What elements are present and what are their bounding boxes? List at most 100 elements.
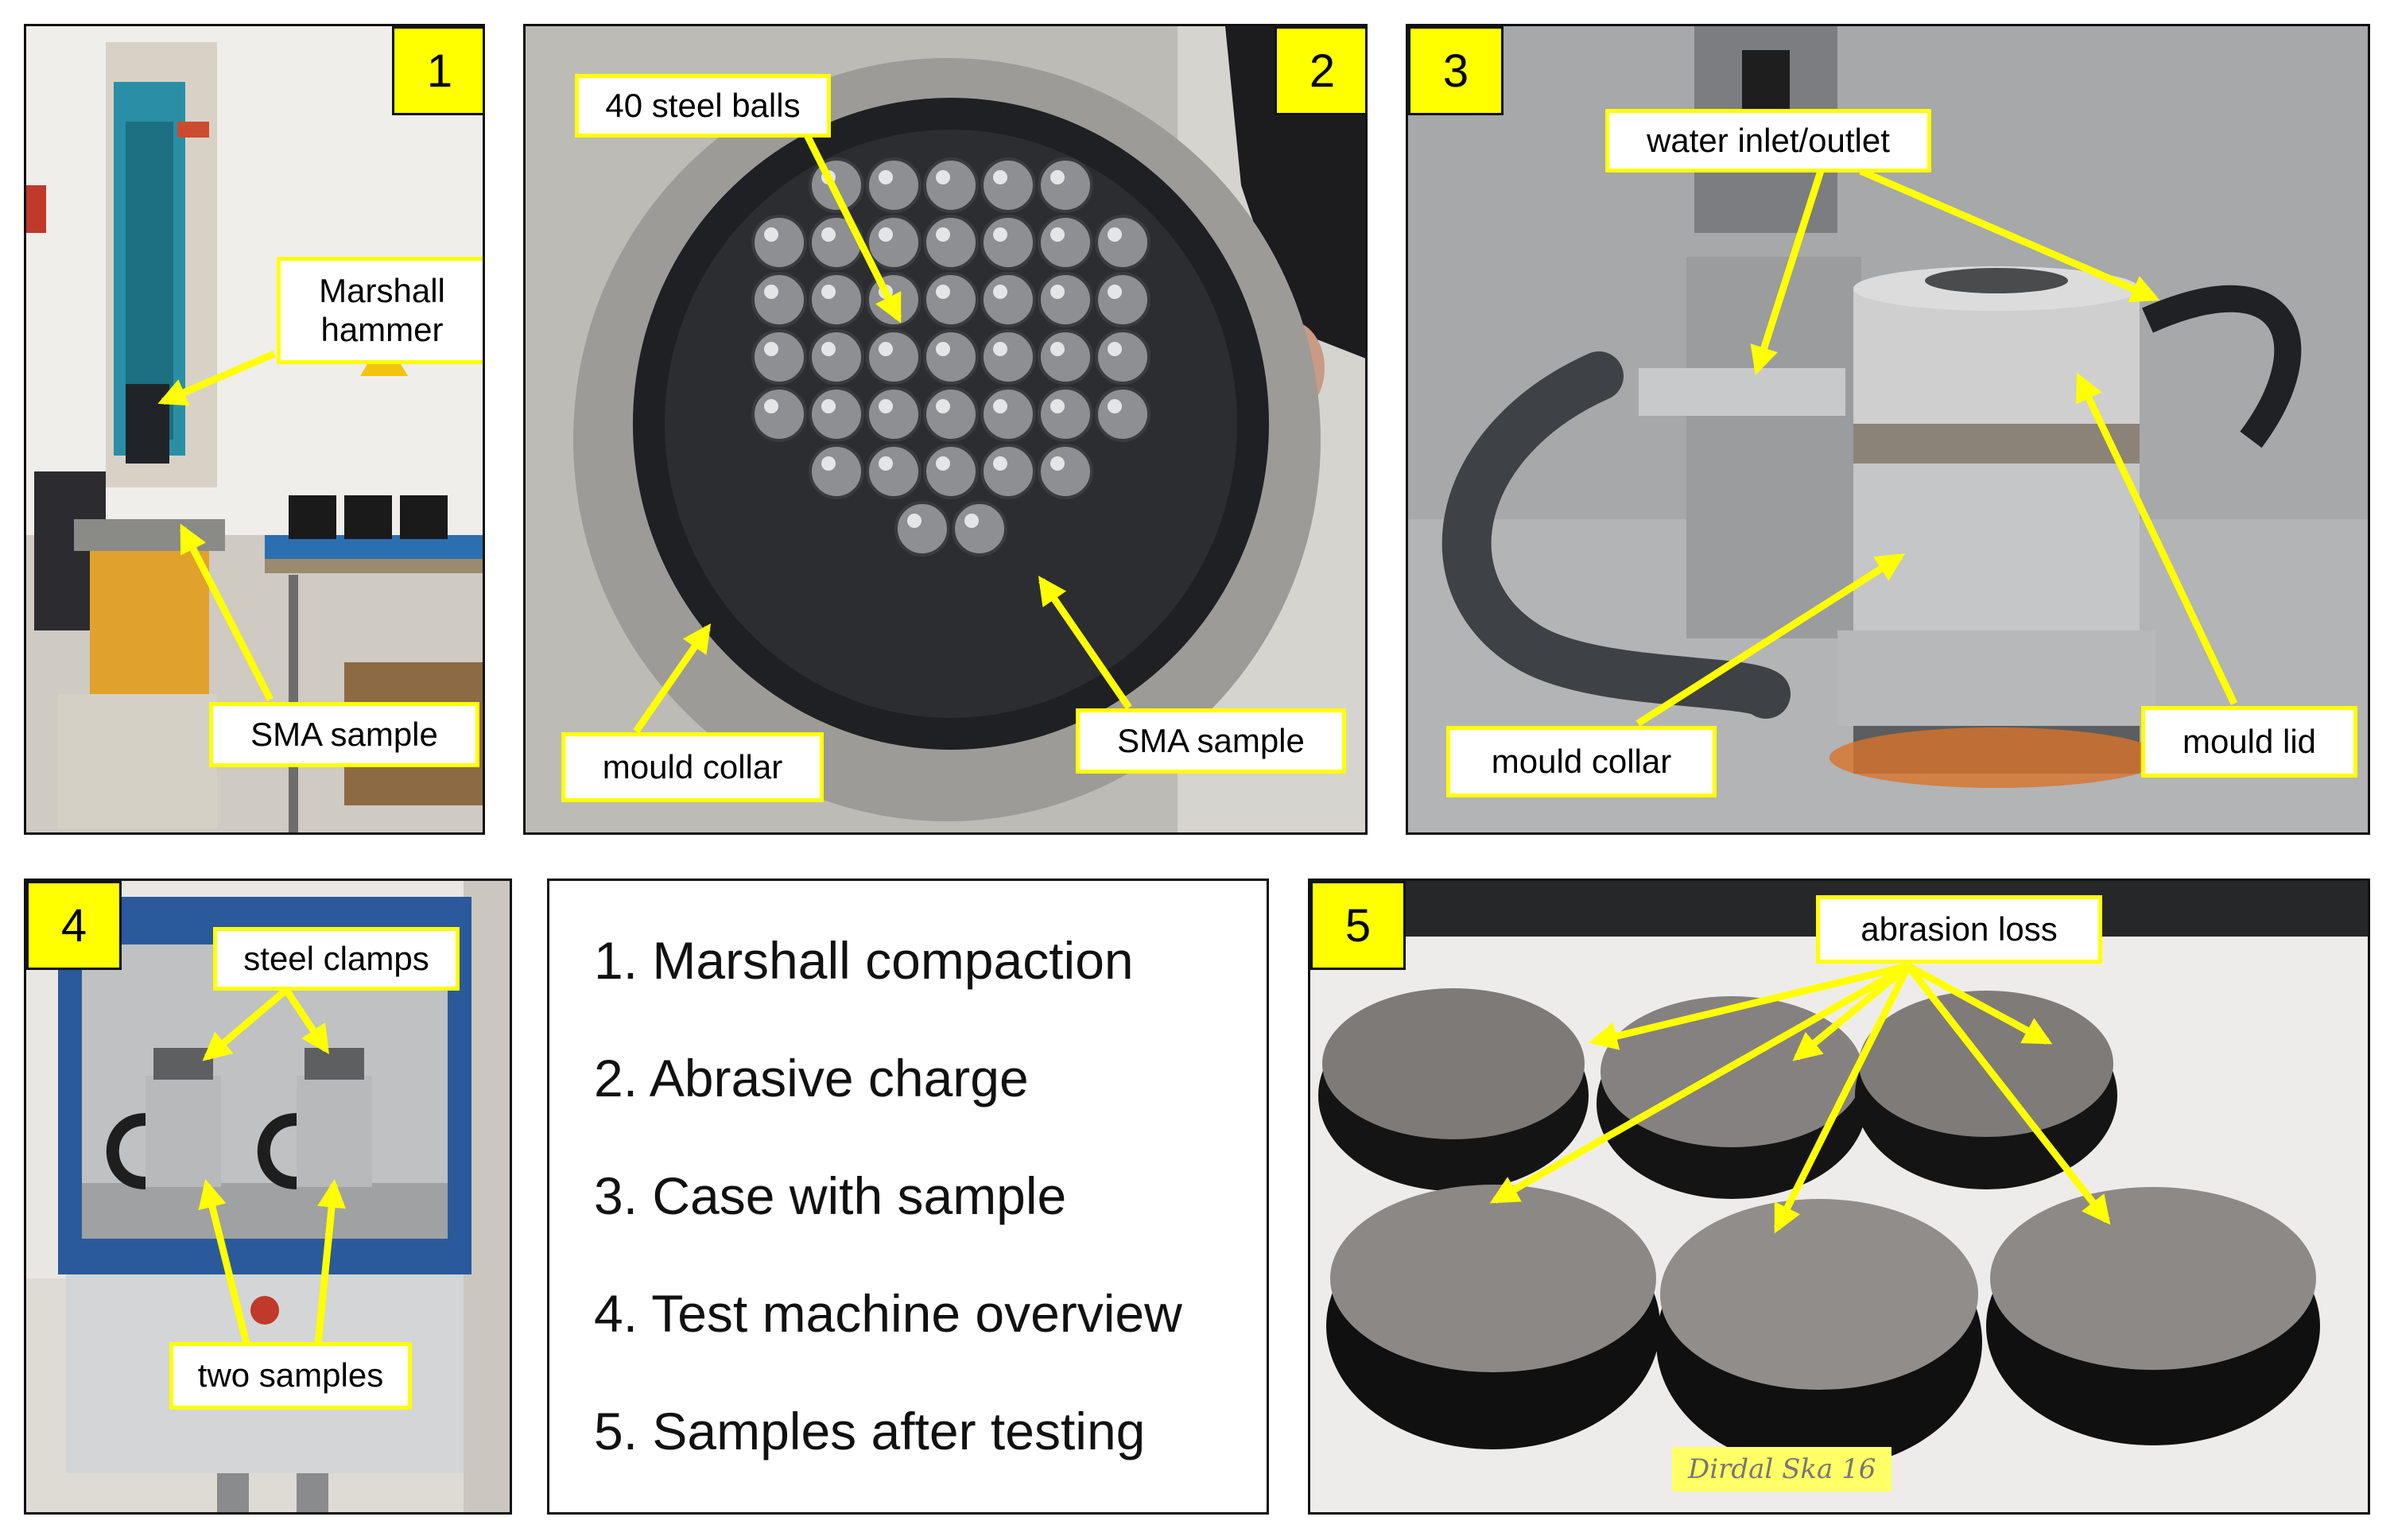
steel-ball-highlight xyxy=(821,456,836,471)
label-abrasion-loss: abrasion loss xyxy=(1816,895,2102,964)
steel-ball xyxy=(894,501,950,557)
label-mould-lid: mould lid xyxy=(2141,706,2357,778)
steel-ball xyxy=(751,272,807,328)
steel-ball-highlight xyxy=(993,170,1007,184)
panel-2-number: 2 xyxy=(1275,26,1365,115)
steel-ball-highlight xyxy=(964,514,979,528)
handwritten-sample-note: Dirdal Ska 16 xyxy=(1672,1447,1892,1492)
photo-panel-4: 4 steel clamps two samples xyxy=(24,879,512,1515)
asphalt-sample-back-middle xyxy=(1597,996,1867,1199)
legend-item-4: 4. Test machine overview xyxy=(594,1284,1182,1343)
steel-ball-group xyxy=(751,157,1150,557)
steel-ball xyxy=(1038,157,1093,213)
label-40-steel-balls: 40 steel balls xyxy=(575,74,831,138)
steel-ball xyxy=(980,329,1036,385)
photo-panel-5: Dirdal Ska 16 5 abrasion loss xyxy=(1308,879,2370,1515)
steel-ball xyxy=(751,215,807,270)
steel-ball xyxy=(1038,215,1093,270)
steel-ball-highlight xyxy=(764,285,778,299)
photo-panel-1: 1 Marshall hammer SMA sample xyxy=(24,24,485,835)
steel-ball xyxy=(809,329,864,385)
steel-ball-highlight xyxy=(1050,170,1065,184)
steel-ball-highlight xyxy=(821,399,836,413)
steel-ball-highlight xyxy=(1108,342,1122,356)
steel-ball xyxy=(1038,272,1093,328)
steel-ball-highlight xyxy=(993,285,1007,299)
steel-ball xyxy=(923,444,979,499)
steel-ball xyxy=(809,386,864,442)
photo-panel-2: 2 40 steel balls mould collar SMA sample xyxy=(523,24,1368,835)
label-steel-clamps: steel clamps xyxy=(213,927,460,991)
photo-panel-3: 3 water inlet/outlet mould collar mould … xyxy=(1406,24,2370,835)
steel-ball xyxy=(980,444,1036,499)
steel-ball-highlight xyxy=(821,342,836,356)
steel-ball xyxy=(923,272,979,328)
panel-1-number: 1 xyxy=(392,26,483,115)
steel-ball xyxy=(923,329,979,385)
steel-ball xyxy=(923,386,979,442)
steel-ball xyxy=(980,157,1036,213)
steel-ball xyxy=(980,272,1036,328)
asphalt-sample-back-left xyxy=(1318,988,1589,1191)
label-sma-sample-p1: SMA sample xyxy=(209,702,479,767)
steel-ball-highlight xyxy=(993,342,1007,356)
steel-ball xyxy=(751,329,807,385)
steel-ball xyxy=(809,444,864,499)
steel-ball-highlight xyxy=(993,399,1007,413)
steel-ball-highlight xyxy=(879,285,893,299)
steel-ball-highlight xyxy=(764,227,778,242)
steel-ball xyxy=(809,215,864,270)
asphalt-sample-back-right xyxy=(1855,991,2117,1189)
legend-item-1: 1. Marshall compaction xyxy=(594,931,1134,990)
steel-ball xyxy=(952,501,1007,557)
steel-ball-highlight xyxy=(936,342,950,356)
steel-ball xyxy=(866,157,922,213)
legend-box: 1. Marshall compaction 2. Abrasive charg… xyxy=(547,879,1269,1515)
steel-ball-highlight xyxy=(1050,456,1065,471)
steel-ball xyxy=(1038,329,1093,385)
steel-ball xyxy=(923,157,979,213)
steel-ball xyxy=(866,215,922,270)
steel-ball-highlight xyxy=(764,342,778,356)
label-water-inlet-outlet: water inlet/outlet xyxy=(1605,109,1931,173)
steel-ball-highlight xyxy=(936,170,950,184)
steel-ball-highlight xyxy=(993,227,1007,242)
steel-ball-highlight xyxy=(821,227,836,242)
steel-ball xyxy=(1095,329,1150,385)
steel-ball xyxy=(980,215,1036,270)
label-mould-collar-p2: mould collar xyxy=(561,732,824,802)
steel-ball-highlight xyxy=(879,399,893,413)
steel-ball xyxy=(980,386,1036,442)
steel-ball-highlight xyxy=(879,227,893,242)
legend-item-2: 2. Abrasive charge xyxy=(594,1049,1029,1107)
legend-item-5: 5. Samples after testing xyxy=(594,1402,1146,1460)
steel-ball-highlight xyxy=(1108,227,1122,242)
samples-after-testing-photo xyxy=(1310,881,2368,1512)
steel-ball xyxy=(1038,444,1093,499)
steel-ball xyxy=(866,329,922,385)
steel-ball xyxy=(1038,386,1093,442)
label-two-samples: two samples xyxy=(169,1342,412,1410)
steel-ball-highlight xyxy=(1050,227,1065,242)
label-mould-collar-p3: mould collar xyxy=(1446,726,1717,797)
steel-balls-in-mould-photo xyxy=(526,26,1365,832)
steel-ball xyxy=(866,444,922,499)
steel-ball-highlight xyxy=(821,285,836,299)
asphalt-sample-front-left xyxy=(1326,1185,1660,1449)
steel-ball-highlight xyxy=(936,227,950,242)
steel-ball xyxy=(1095,215,1150,270)
steel-ball-highlight xyxy=(879,456,893,471)
asphalt-sample-front-right xyxy=(1986,1187,2320,1445)
steel-ball xyxy=(866,386,922,442)
steel-ball-highlight xyxy=(1050,342,1065,356)
steel-ball xyxy=(1095,386,1150,442)
steel-ball xyxy=(923,215,979,270)
steel-ball-highlight xyxy=(764,399,778,413)
steel-ball-highlight xyxy=(879,170,893,184)
steel-ball-highlight xyxy=(936,399,950,413)
panel-4-number: 4 xyxy=(26,881,122,970)
steel-ball-highlight xyxy=(1050,399,1065,413)
steel-ball-highlight xyxy=(936,285,950,299)
label-marshall-hammer: Marshall hammer xyxy=(277,257,483,364)
steel-ball xyxy=(751,386,807,442)
